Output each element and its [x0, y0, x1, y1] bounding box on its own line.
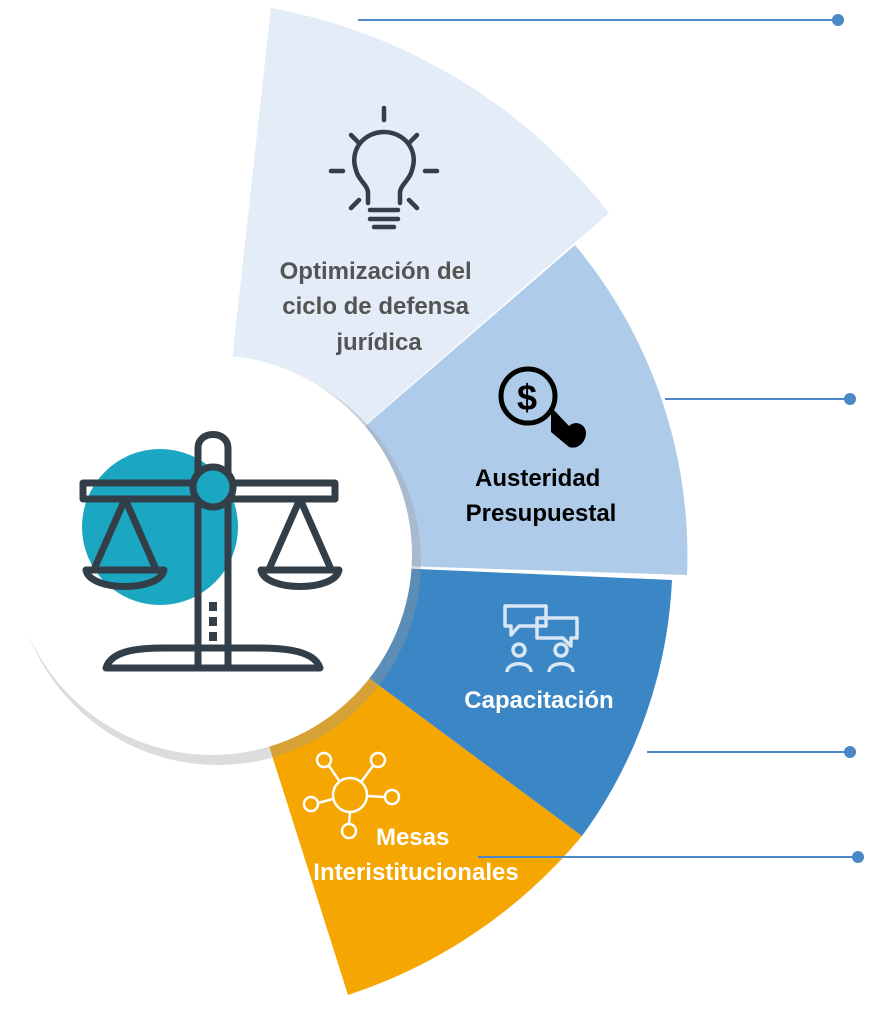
scale-of-justice-icon [79, 431, 343, 672]
connector-1 [358, 14, 844, 26]
svg-text:$: $ [517, 377, 537, 418]
connector-4 [478, 851, 864, 863]
lightbulb-icon [328, 105, 440, 230]
segment-2-label: Austeridad Presupuestal [466, 465, 617, 527]
dollar-touch-icon: $ [498, 366, 586, 448]
people-chat-icon [503, 604, 579, 673]
connector-2 [665, 393, 856, 405]
network-icon [302, 751, 401, 840]
segment-3-label: Capacitación [464, 687, 613, 714]
segment-4-label: Mesas Interistitucionales [313, 824, 518, 886]
segment-1-label: Optimización del ciclo de defensa jurídi… [280, 258, 479, 356]
connector-3 [647, 746, 856, 758]
